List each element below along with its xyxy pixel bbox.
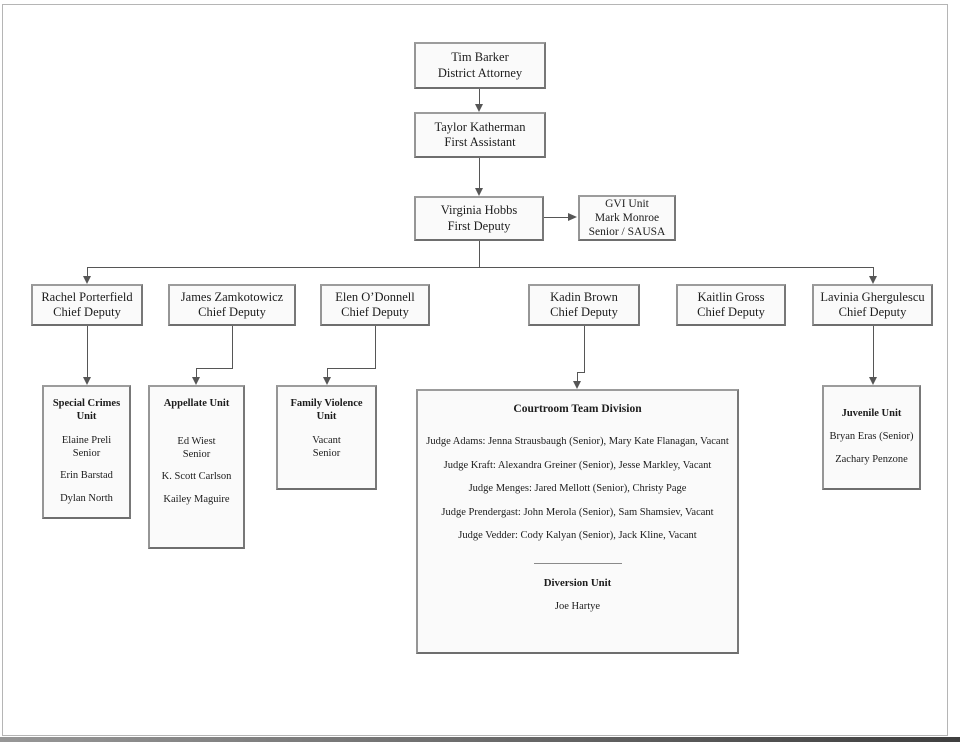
arrow-down-icon xyxy=(869,276,877,284)
connector-brown-to-courtroom xyxy=(577,372,585,373)
node-gvi-unit: GVI Unit Mark Monroe Senior / SAUSA xyxy=(578,195,676,241)
unit-member: Ed Wiest xyxy=(177,436,216,447)
arrow-down-icon xyxy=(869,377,877,385)
unit-title: Family Violence xyxy=(290,398,363,409)
unit-member: Joe Hartye xyxy=(554,601,601,612)
person-name: Taylor Katherman xyxy=(434,119,526,134)
unit-member: Erin Barstad xyxy=(60,470,113,481)
arrow-right-icon xyxy=(568,213,577,221)
connector-first-deputy-to-gvi xyxy=(544,217,569,218)
unit-member: Kailey Maguire xyxy=(163,493,230,505)
person-title: First Assistant xyxy=(444,135,516,149)
unit-title: Appellate Unit xyxy=(163,398,230,409)
node-chief-deputy-odonnell: Elen O’Donnell Chief Deputy xyxy=(320,284,430,326)
courtroom-row: Judge Adams: Jenna Strausbaugh (Senior),… xyxy=(426,436,729,447)
connector-bus-to-ghergulescu xyxy=(873,267,874,277)
person-title: Chief Deputy xyxy=(198,305,266,319)
unit-title: Diversion Unit xyxy=(543,577,612,589)
connector-brown-to-courtroom xyxy=(584,326,585,372)
arrow-down-icon xyxy=(475,188,483,196)
person-name: James Zamkotowicz xyxy=(180,289,284,304)
connector-first-deputy-to-bus xyxy=(479,241,480,267)
unit-member: K. Scott Carlson xyxy=(161,471,232,482)
node-chief-deputy-porterfield: Rachel Porterfield Chief Deputy xyxy=(31,284,143,326)
node-chief-deputy-ghergulescu: Lavinia Ghergulescu Chief Deputy xyxy=(812,284,933,326)
person-name: Kadin Brown xyxy=(550,289,618,304)
unit-member: Vacant xyxy=(312,435,341,446)
courtroom-row: Judge Prendergast: John Merola (Senior),… xyxy=(441,506,714,518)
person-title: First Deputy xyxy=(447,218,511,233)
person-name: Lavinia Ghergulescu xyxy=(820,289,925,304)
unit-title: Juvenile Unit xyxy=(841,408,902,419)
person-title: Chief Deputy xyxy=(341,305,409,319)
arrow-down-icon xyxy=(475,104,483,112)
unit-member: Dylan North xyxy=(60,492,113,504)
node-special-crimes-unit: Special Crimes Unit Elaine Preli Senior … xyxy=(42,385,131,519)
arrow-down-icon xyxy=(192,377,200,385)
unit-title: Unit xyxy=(76,411,97,422)
node-juvenile-unit: Juvenile Unit Bryan Eras (Senior) Zachar… xyxy=(822,385,921,490)
unit-member: Elaine Preli xyxy=(61,435,112,446)
connector-bus xyxy=(87,267,874,268)
unit-title: Courtroom Team Division xyxy=(513,403,642,415)
node-courtroom-team-division: Courtroom Team Division Judge Adams: Jen… xyxy=(416,389,739,654)
connector-zamkotowicz-to-appellate xyxy=(232,326,233,368)
arrow-down-icon xyxy=(83,276,91,284)
node-first-assistant: Taylor Katherman First Assistant xyxy=(414,112,546,158)
unit-member: Bryan Eras (Senior) xyxy=(829,431,914,442)
unit-title: Special Crimes xyxy=(52,398,121,409)
person-title: Chief Deputy xyxy=(697,305,765,319)
connector-zamkotowicz-to-appellate xyxy=(196,368,233,369)
person-title: Senior / SAUSA xyxy=(588,226,666,238)
unit-member-role: Senior xyxy=(72,447,101,459)
connector-brown-to-courtroom xyxy=(577,372,578,381)
node-chief-deputy-brown: Kadin Brown Chief Deputy xyxy=(528,284,640,326)
connector-first-assistant-to-first-deputy xyxy=(479,158,480,189)
arrow-down-icon xyxy=(323,377,331,385)
person-title: District Attorney xyxy=(437,65,523,80)
connector-ghergulescu-to-juvenile xyxy=(873,326,874,377)
node-district-attorney: Tim Barker District Attorney xyxy=(414,42,546,89)
node-chief-deputy-zamkotowicz: James Zamkotowicz Chief Deputy xyxy=(168,284,296,326)
connector-odonnell-to-family-violence xyxy=(327,368,376,369)
connector-bus-to-porterfield xyxy=(87,267,88,277)
person-title: Chief Deputy xyxy=(838,305,907,319)
node-chief-deputy-gross: Kaitlin Gross Chief Deputy xyxy=(676,284,786,326)
node-appellate-unit: Appellate Unit Ed Wiest Senior K. Scott … xyxy=(148,385,245,549)
person-name: Mark Monroe xyxy=(594,212,660,224)
courtroom-row: Judge Menges: Jared Mellott (Senior), Ch… xyxy=(468,483,687,494)
courtroom-row: Judge Kraft: Alexandra Greiner (Senior),… xyxy=(443,459,712,471)
person-name: Virginia Hobbs xyxy=(440,203,518,217)
connector-odonnell-to-family-violence xyxy=(375,326,376,368)
person-name: Tim Barker xyxy=(451,50,509,64)
connector-da-to-first-assistant xyxy=(479,89,480,105)
node-first-deputy: Virginia Hobbs First Deputy xyxy=(414,196,544,241)
unit-member-role: Senior xyxy=(312,447,341,459)
unit-member-role: Senior xyxy=(182,448,211,460)
connector-porterfield-to-special-crimes xyxy=(87,326,88,377)
person-title: Chief Deputy xyxy=(53,305,121,319)
unit-title: GVI Unit xyxy=(605,198,649,210)
person-name: Elen O’Donnell xyxy=(335,289,415,304)
person-name: Rachel Porterfield xyxy=(41,289,133,304)
arrow-down-icon xyxy=(573,381,581,389)
person-title: Chief Deputy xyxy=(550,305,618,319)
courtroom-row: Judge Vedder: Cody Kalyan (Senior), Jack… xyxy=(458,530,697,541)
unit-member: Zachary Penzone xyxy=(835,453,908,465)
connector-odonnell-to-family-violence xyxy=(327,368,328,377)
person-name: Kaitlin Gross xyxy=(697,289,765,304)
divider xyxy=(533,563,622,564)
node-family-violence-unit: Family Violence Unit Vacant Senior xyxy=(276,385,377,490)
connector-zamkotowicz-to-appellate xyxy=(196,368,197,377)
arrow-down-icon xyxy=(83,377,91,385)
unit-title: Unit xyxy=(316,411,337,422)
bottom-edge-bar xyxy=(0,737,960,742)
